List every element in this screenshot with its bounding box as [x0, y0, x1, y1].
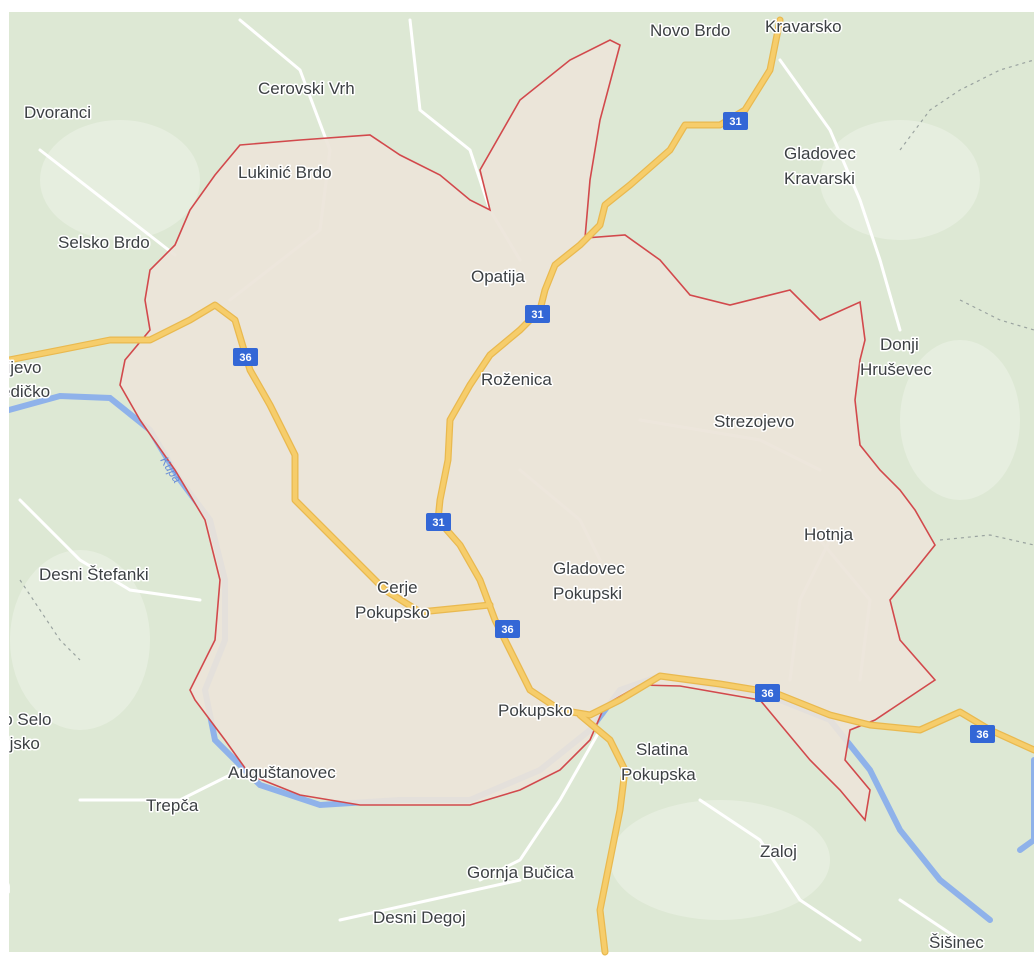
route-shield-36-a[interactable]: 36 [233, 348, 258, 366]
label-gladovec-pokupski-1[interactable]: Gladovec [552, 558, 627, 580]
label-cerje-pokupsko-2[interactable]: Pokupsko [354, 602, 432, 624]
label-selsko-brdo[interactable]: Selsko Brdo [57, 232, 152, 254]
label-slatina-pokupska-2[interactable]: Pokupska [620, 764, 698, 786]
label-strezojevo[interactable]: Strezojevo [713, 411, 796, 433]
svg-text:36: 36 [761, 688, 773, 700]
label-lukinic-brdo[interactable]: Lukinić Brdo [237, 162, 334, 184]
label-lijevo-2[interactable]: Sredičko [0, 381, 52, 403]
label-slatina-pokupska-1[interactable]: Slatina [635, 739, 691, 761]
label-lijevo-1[interactable]: Lijevo [0, 357, 43, 379]
label-pokupsko[interactable]: Pokupsko [497, 700, 575, 722]
label-desni-degoj[interactable]: Desni Degoj [372, 907, 468, 929]
route-shield-31-c[interactable]: 31 [426, 513, 451, 531]
label-sisinec[interactable]: Šišinec [928, 932, 986, 954]
svg-text:31: 31 [432, 517, 444, 529]
svg-text:36: 36 [239, 352, 251, 364]
label-kravarsko[interactable]: Kravarsko [764, 16, 844, 38]
svg-text:31: 31 [531, 309, 543, 321]
label-donji-hrusevec-1[interactable]: Donji [879, 334, 921, 356]
label-dvoranci[interactable]: Dvoranci [23, 102, 93, 124]
place-labels: Novo Brdo Kravarsko Cerovski Vrh Dvoranc… [0, 16, 986, 954]
label-gornja-bucica[interactable]: Gornja Bučica [466, 862, 576, 884]
route-shield-31-a[interactable]: 31 [723, 112, 748, 130]
label-donji-hrusevec-2[interactable]: Hruševec [859, 359, 934, 381]
label-gladovec-pokupski-2[interactable]: Pokupski [552, 583, 624, 605]
label-desni-stefanki[interactable]: Desni Štefanki [38, 564, 151, 586]
label-gladovec-kravarski-1[interactable]: Gladovec [783, 143, 858, 165]
admin-boundaries [19, 59, 1034, 661]
route-shield-36-b[interactable]: 36 [495, 620, 520, 638]
label-augustanovec[interactable]: Auguštanovec [227, 762, 338, 784]
label-novo-selo-2[interactable]: Lasinjsko [0, 733, 41, 755]
label-hotnja[interactable]: Hotnja [803, 524, 856, 546]
label-cerje-pokupsko-1[interactable]: Cerje [376, 577, 420, 599]
label-novo-brdo[interactable]: Novo Brdo [649, 20, 732, 42]
label-opatija[interactable]: Opatija [470, 266, 527, 288]
svg-text:31: 31 [729, 116, 741, 128]
frame-bottom [0, 952, 1034, 964]
frame-left-overlay [0, 0, 9, 964]
label-novo-selo-1[interactable]: Novo Selo [0, 709, 53, 731]
svg-text:36: 36 [976, 729, 988, 741]
route-shield-31-b[interactable]: 31 [525, 305, 550, 323]
label-gladovec-kravarski-2[interactable]: Kravarski [783, 168, 857, 190]
route-shield-36-c[interactable]: 36 [755, 684, 780, 702]
label-cerovski-vrh[interactable]: Cerovski Vrh [257, 78, 357, 100]
label-trepca[interactable]: Trepča [145, 795, 201, 817]
label-rozenica[interactable]: Roženica [480, 369, 554, 391]
svg-text:36: 36 [501, 624, 513, 636]
route-shield-36-d[interactable]: 36 [970, 725, 995, 743]
frame-top [0, 0, 1034, 12]
label-zaloj[interactable]: Zaloj [759, 841, 799, 863]
terrain-patches [10, 120, 1020, 920]
